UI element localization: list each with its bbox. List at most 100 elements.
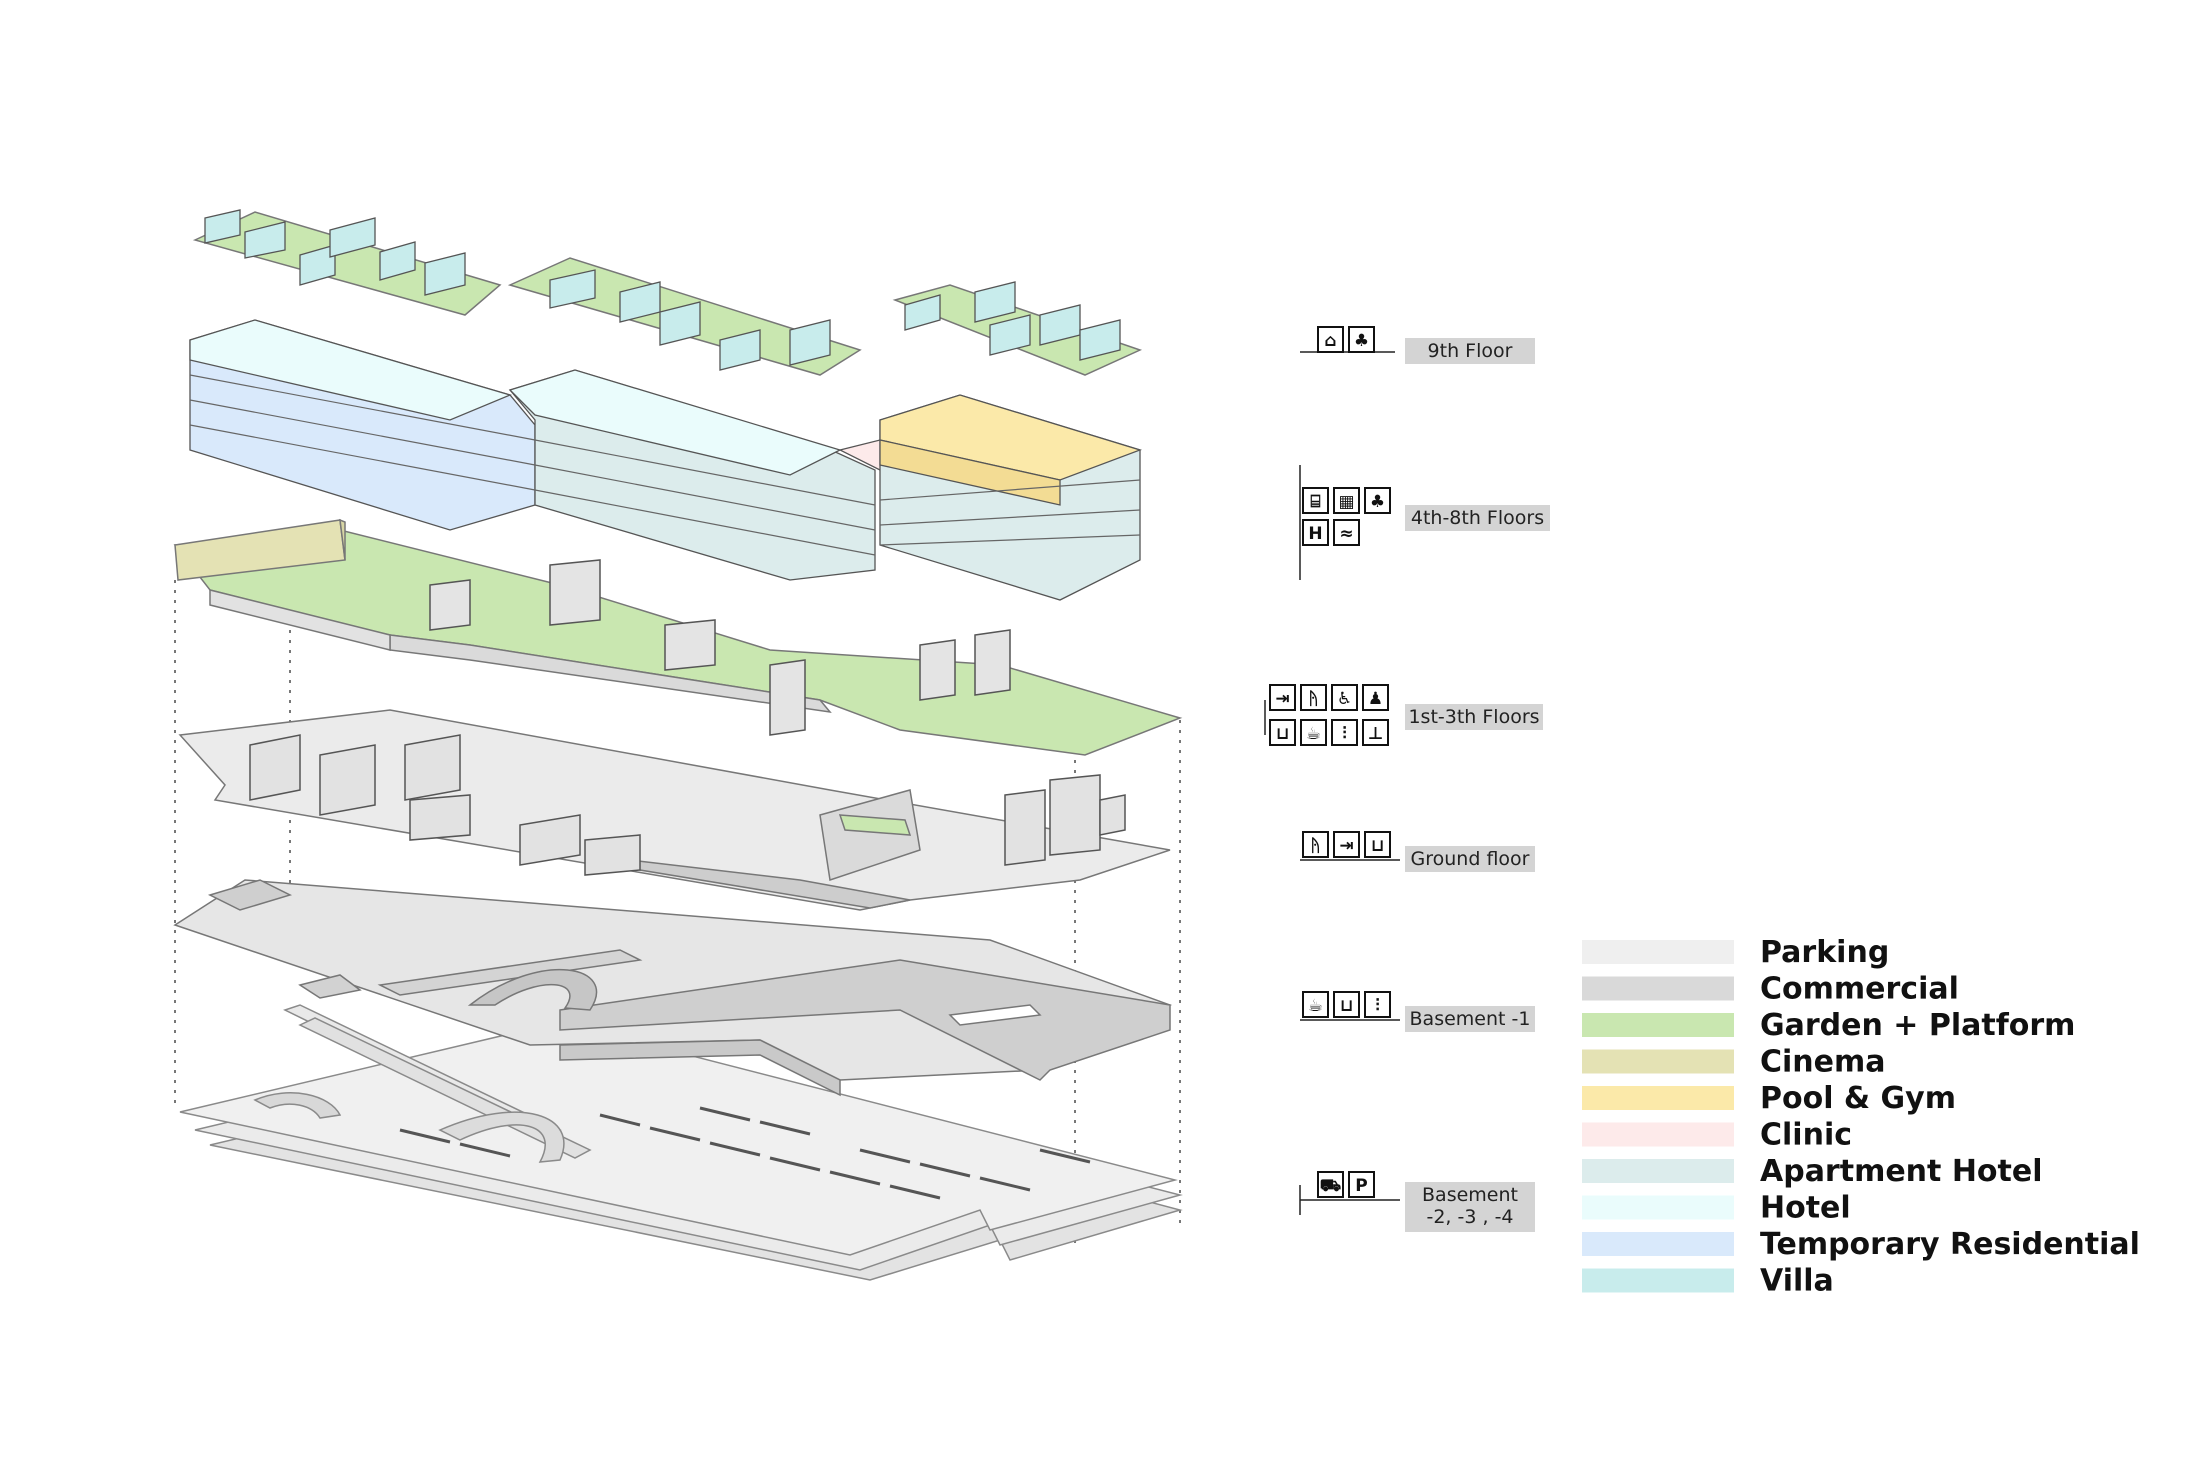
svg-text:♟: ♟ [1368,689,1383,709]
svg-text:♣: ♣ [1370,492,1385,512]
level-label-text: Basement [1422,1184,1518,1206]
building-icon: ▦ [1333,487,1360,514]
legend-label: Cinema [1760,1045,1886,1080]
svg-text:⊔: ⊔ [1276,724,1290,744]
legend-swatch [1582,1086,1734,1110]
level-label-b1: Basement -1 ☕ ⊔ ⫶ [1302,991,1535,1032]
upper-floors-slab-lines [189,374,1141,556]
svg-text:⇥: ⇥ [1339,836,1353,856]
legend-swatch [1582,1195,1734,1220]
level-label-text: Basement -1 [1410,1008,1531,1030]
svg-text:⌸: ⌸ [1310,492,1320,512]
hospital-h-icon: H [1302,519,1329,546]
level-label-box [1405,1182,1535,1232]
upper-floors-blocks [189,319,1143,601]
svg-text:P: P [1355,1176,1367,1196]
level-labels: 9th Floor⌂♣4th-8th Floors⌸▦♣H≈1st-3th Fl… [1269,326,1550,1232]
svg-text:⇥: ⇥ [1275,689,1289,709]
legend-label: Apartment Hotel [1760,1154,2043,1189]
svg-text:☕: ☕ [1306,724,1321,744]
legend-item: Clinic [1582,1118,1852,1153]
cart-icon: ⊔ [1269,719,1296,746]
cart-icon: ⊔ [1333,991,1360,1018]
basement-parking-slabs [179,1004,1183,1281]
coffee-icon: ☕ [1302,991,1329,1018]
ground-floor-blocks [249,734,1126,876]
legend-item: Commercial [1582,972,1959,1007]
legend-label: Parking [1760,935,1889,970]
legend-label: Villa [1760,1264,1834,1299]
legend-item: Hotel [1582,1191,1851,1226]
level-label-text: 4th-8th Floors [1411,507,1544,529]
legend-label: Pool & Gym [1760,1081,1956,1116]
legend-swatch [1582,1159,1734,1183]
legend-label: Clinic [1760,1118,1852,1153]
cinema-seats-icon: ⊥ [1362,719,1389,746]
legend-item: Apartment Hotel [1582,1154,2043,1189]
car-icon: ⛟ [1317,1171,1344,1198]
legend-swatch [1582,1049,1734,1074]
legend-item: Cinema [1582,1045,1886,1080]
legend-item: Temporary Residential [1582,1227,2140,1262]
coffee-icon: ☕ [1300,719,1327,746]
legend-item: Garden + Platform [1582,1008,2075,1043]
house-icon: ⌂ [1317,326,1344,353]
svg-text:ᚤ: ᚤ [1310,836,1320,856]
svg-text:⊔: ⊔ [1371,836,1385,856]
tree-icon: ♣ [1364,487,1391,514]
meeting-icon: ♟ [1362,684,1389,711]
wheelchair-icon: ♿ [1331,684,1358,711]
legend-item: Pool & Gym [1582,1081,1956,1116]
level-label-text: -2, -3 , -4 [1426,1206,1513,1228]
level-label-1-3: 1st-3th Floors ⇥ ᚤ ♿ ♟ ⊔ ☕ ⫶ ⊥ [1269,684,1543,746]
svg-text:⛟: ⛟ [1320,1176,1341,1196]
level-label-box [1405,505,1550,531]
level-label-9th: 9th Floor ⌂ ♣ [1317,326,1535,364]
legend-swatch [1582,940,1734,964]
restaurant-icon: ⫶ [1331,719,1358,746]
walking-icon: ᚤ [1302,831,1329,858]
level-label-b234: Basement-2, -3 , -4 ⛟ P [1317,1171,1535,1232]
restaurant-icon: ⫶ [1364,991,1391,1018]
legend-label: Garden + Platform [1760,1008,2075,1043]
basement-1-plate [173,879,1173,1097]
parking-p-icon: P [1348,1171,1375,1198]
legend-swatch [1582,976,1734,1001]
level-label-box [1405,846,1535,872]
legend-label: Temporary Residential [1760,1227,2140,1262]
level-label-text: 1st-3th Floors [1408,706,1539,728]
svg-text:⌂: ⌂ [1324,331,1336,351]
svg-text:⫶: ⫶ [1342,724,1346,744]
legend-swatch [1582,1122,1734,1147]
ninth-floor-villas [204,209,1121,371]
cart-icon: ⊔ [1364,831,1391,858]
svg-text:▦: ▦ [1338,492,1354,512]
svg-text:ᚤ: ᚤ [1308,689,1318,709]
walking-icon: ᚤ [1300,684,1327,711]
level-label-text: 9th Floor [1428,340,1513,362]
svg-text:♿: ♿ [1337,689,1352,709]
level-label-box [1405,704,1543,730]
tree-icon: ♣ [1348,326,1375,353]
level-label-box [1405,1006,1535,1032]
level-label-box [1405,338,1535,364]
enter-icon: ⇥ [1333,831,1360,858]
svg-text:⊥: ⊥ [1368,724,1384,744]
svg-text:⊔: ⊔ [1340,996,1354,1016]
svg-text:⫶: ⫶ [1375,996,1379,1016]
legend-item: Parking [1582,935,1889,970]
enter-icon: ⇥ [1269,684,1296,711]
level-label-4-8: 4th-8th Floors⌸▦♣H≈ [1302,487,1550,546]
legend-label: Hotel [1760,1191,1851,1226]
legend-item: Villa [1582,1264,1834,1299]
svg-text:☕: ☕ [1308,996,1323,1016]
legend-swatch [1582,1232,1734,1256]
svg-text:H: H [1308,524,1322,544]
svg-text:♣: ♣ [1354,331,1369,351]
level-leader-lines [1264,351,1400,1215]
first-third-floor-cores [429,559,1011,736]
bed-icon: ⌸ [1302,487,1329,514]
